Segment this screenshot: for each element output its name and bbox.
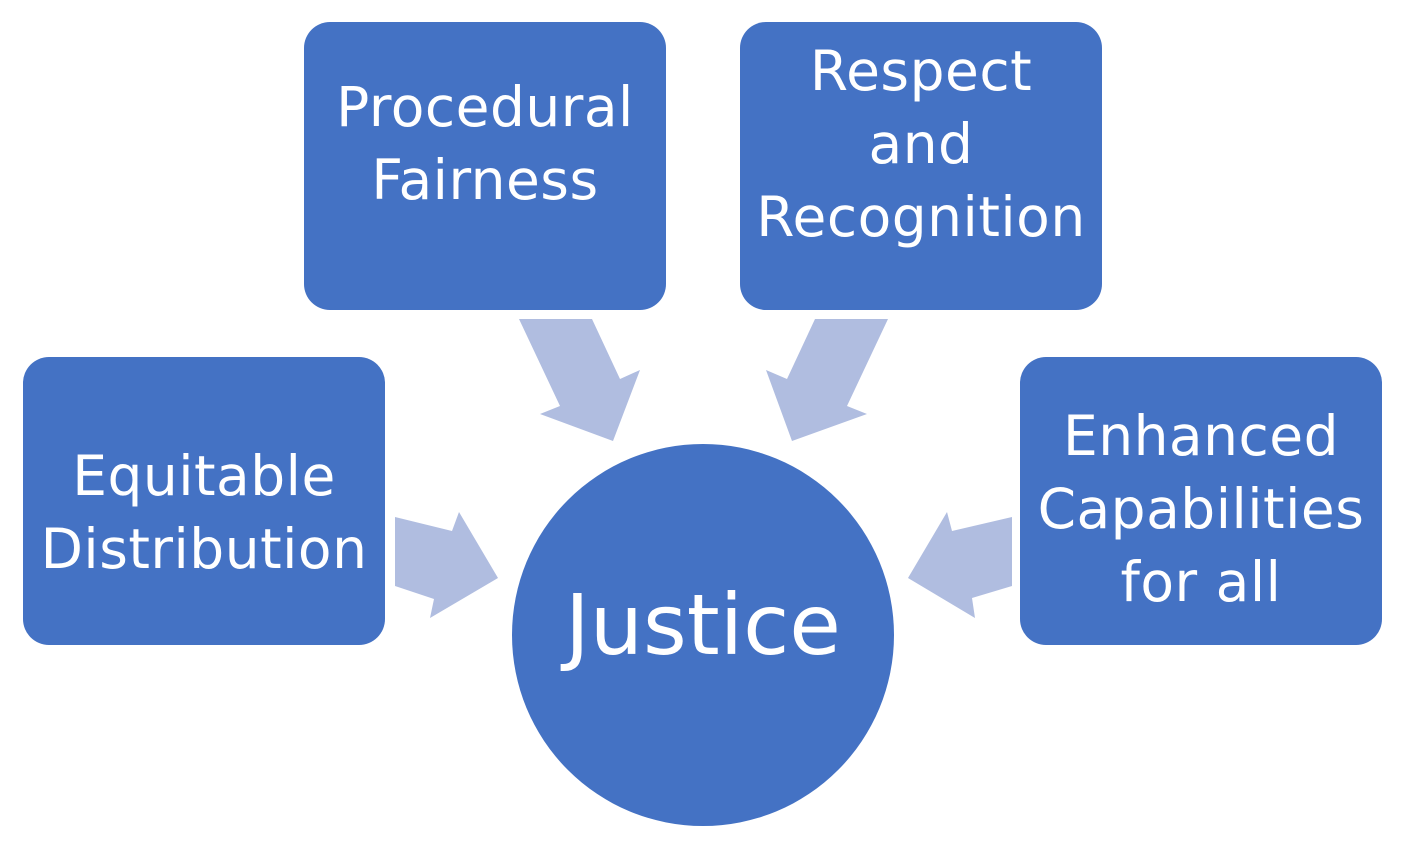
- center-node-justice: Justice: [512, 444, 894, 826]
- center-label: Justice: [565, 576, 841, 674]
- node-label: Enhanced Capabilities for all: [1037, 403, 1365, 614]
- arrow-respect-to-justice: [766, 319, 888, 441]
- arrow-procedural-to-justice: [519, 319, 640, 441]
- node-equitable-distribution: Equitable Distribution: [23, 357, 385, 645]
- node-respect-and-recognition: Respect and Recognition: [740, 22, 1102, 310]
- node-procedural-fairness: Procedural Fairness: [304, 22, 666, 310]
- node-label: Equitable Distribution: [40, 444, 368, 581]
- arrow-equitable-to-justice: [395, 512, 498, 618]
- node-label: Procedural Fairness: [336, 75, 634, 212]
- node-label: Respect and Recognition: [756, 38, 1086, 249]
- arrow-enhanced-to-justice: [908, 512, 1012, 618]
- node-enhanced-capabilities: Enhanced Capabilities for all: [1020, 357, 1382, 645]
